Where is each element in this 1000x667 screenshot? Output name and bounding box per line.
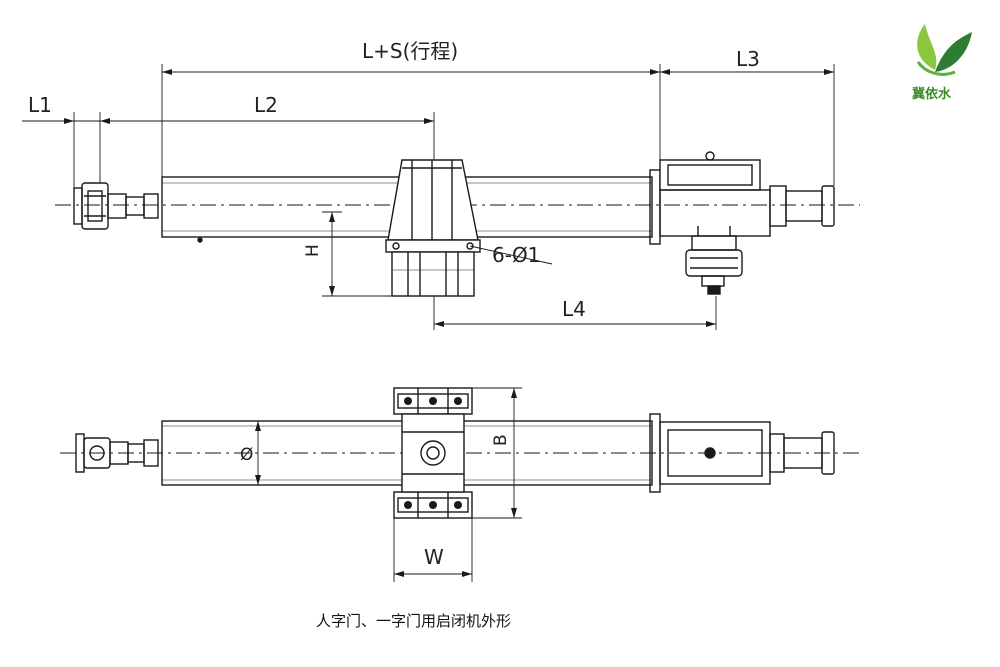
label-b: B: [491, 434, 511, 446]
left-coupling: [73, 182, 159, 230]
left-coupling-plan: [75, 433, 159, 473]
logo-text: 冀依水: [912, 86, 952, 102]
label-l-plus-s: L+S(行程): [362, 39, 458, 63]
label-w: W: [424, 545, 444, 569]
logo: 冀依水: [912, 24, 972, 102]
arrowheads-plan: [255, 388, 517, 577]
label-l3: L3: [736, 47, 760, 71]
gear-housing-plan: [659, 421, 835, 485]
figure-caption: 人字门、一字门用启闭机外形: [316, 612, 511, 630]
arrowheads-top: [64, 69, 834, 327]
motor-top: [685, 226, 743, 295]
plan-view: [60, 387, 860, 582]
leaf-left-icon: [917, 24, 937, 70]
label-h: H: [303, 244, 323, 257]
label-l1: L1: [28, 93, 52, 117]
front-elevation: [22, 64, 860, 330]
label-l4: L4: [562, 297, 586, 321]
dimension-lines-plan: [257, 387, 522, 582]
label-diameter: Ø: [240, 445, 253, 465]
trunnion-bracket-top: [385, 159, 481, 297]
dimension-lines-top: [22, 64, 835, 330]
gear-housing-top: [659, 151, 835, 237]
label-holes: 6-Ø1: [492, 243, 540, 267]
leaf-right-icon: [935, 32, 972, 72]
trunnion-bracket-plan: [393, 387, 473, 519]
bolt-holes: [404, 397, 462, 509]
leaf-stem-icon: [916, 61, 956, 76]
label-l2: L2: [254, 93, 278, 117]
